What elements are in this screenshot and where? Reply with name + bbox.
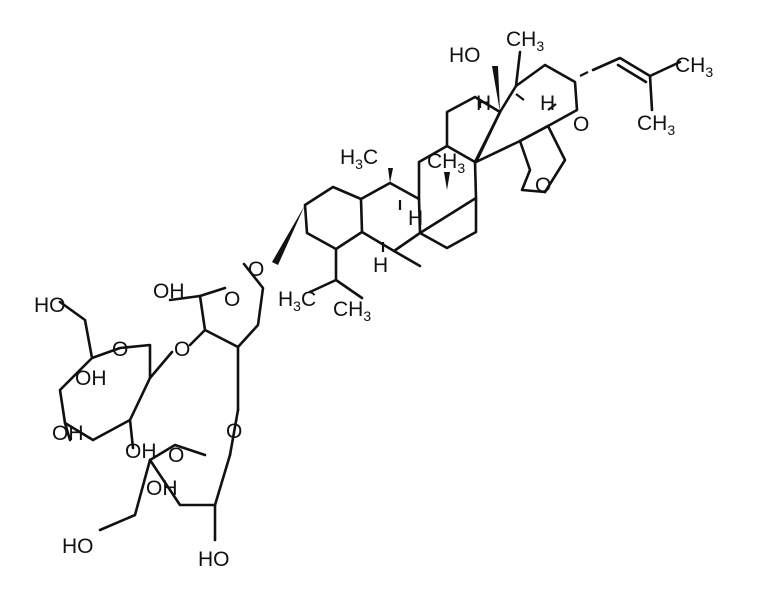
label-ch3-gem: CH3 [333, 298, 371, 324]
label-oh-d: OH [146, 477, 178, 500]
label-ho-top: HO [449, 44, 481, 67]
label-ch3-top: CH3 [506, 28, 544, 54]
label-ho-bottom: HO [62, 535, 94, 558]
label-h3c-left: H3C [340, 146, 378, 172]
label-oh-a: OH [75, 367, 107, 390]
label-o-link1: O [174, 338, 190, 361]
label-oh-c: OH [125, 440, 157, 463]
stereo-marks [272, 66, 589, 265]
label-ch3-vinyl-1: CH3 [675, 54, 713, 80]
label-h-ring-1: H [476, 92, 491, 115]
label-h-ring-2: H [540, 92, 555, 115]
label-h-mid: H [408, 207, 423, 230]
label-ho-bottom-2: HO [198, 548, 230, 571]
label-o-glyco: O [248, 258, 264, 281]
atom-labels: HO CH3 CH3 CH3 H H O O H3C CH3 H O H H3C… [34, 28, 713, 571]
label-o-ring-upper: O [573, 113, 589, 136]
label-ch3-vinyl-2: CH3 [637, 112, 675, 138]
label-h3c-gem: H3C [278, 288, 316, 314]
core-bonds [303, 50, 682, 300]
label-oh-b: OH [52, 422, 84, 445]
label-o-bridge: O [535, 174, 551, 197]
label-o-link2: O [226, 420, 242, 443]
label-h-lower: H [373, 254, 388, 277]
label-ch3-mid: CH3 [427, 150, 465, 176]
label-o-sugar2-ring: O [112, 338, 128, 361]
label-o-sugar3-ring: O [168, 444, 184, 467]
label-o-sugar1-ring: O [224, 288, 240, 311]
sugar-bonds [58, 262, 265, 542]
label-ho-left: HO [34, 294, 66, 317]
label-oh-sugar1: OH [153, 280, 185, 303]
